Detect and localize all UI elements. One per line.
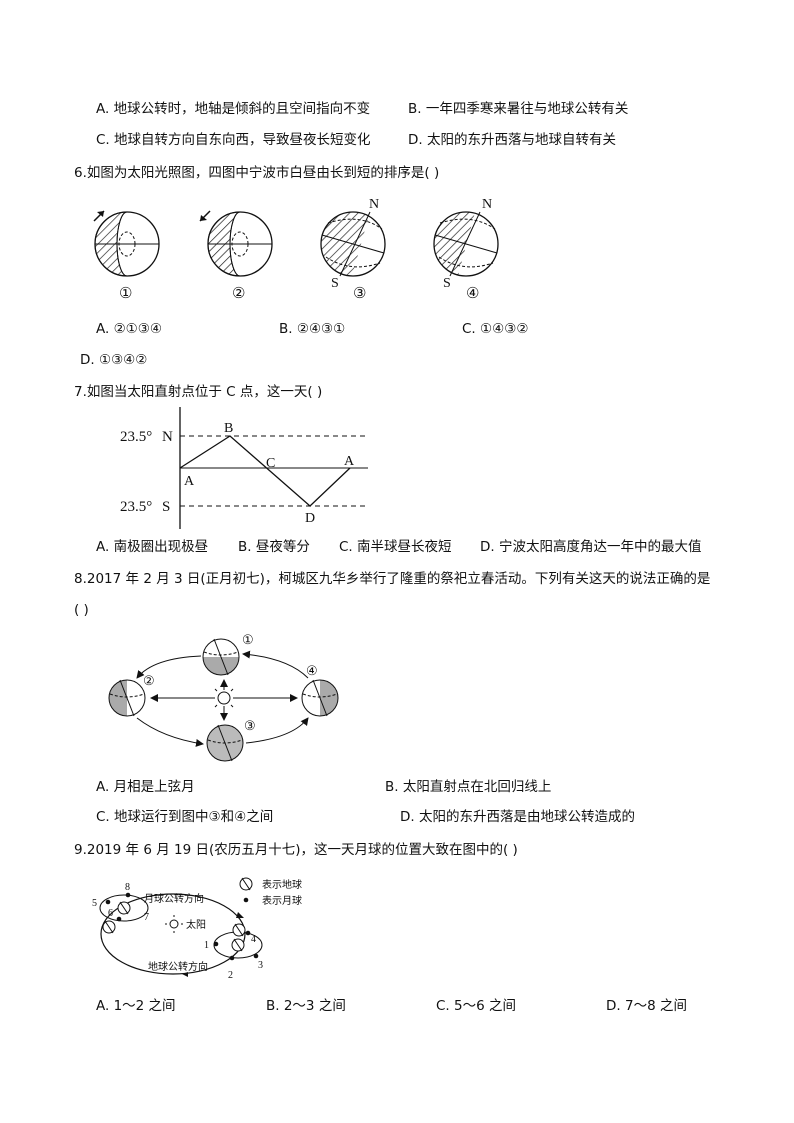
q8-earth-4: ④ [301,663,339,717]
q8-earth-2: ② [108,673,155,717]
q8-stem-line2: ( ) [74,602,89,618]
q6-globe-1 [93,210,160,277]
q7-option-a[interactable]: A. 南极圈出现极昼 [96,539,209,555]
q6-globe-3-n: N [369,197,379,212]
q7-lat-top: 23.5° [120,429,152,445]
q9-sun-label: 太阳 [186,918,206,931]
q6-label-3: ③ [353,286,366,302]
q7-stem: 7.如图当太阳直射点位于 C 点，这一天( ) [74,384,323,400]
q6-globe-4-n: N [482,197,492,212]
sun-icon [211,685,237,711]
q8-option-d[interactable]: D. 太阳的东升西落是由地球公转造成的 [400,809,635,825]
q8-option-c[interactable]: C. 地球运行到图中③和④之间 [96,809,274,825]
q5-option-a[interactable]: A. 地球公转时，地轴是倾斜的且空间指向不变 [96,101,371,117]
q6-option-b[interactable]: B. ②④③① [279,321,346,337]
q9-num-5: 5 [92,898,97,909]
q9-sun-earth-moon-figure: 太阳 月球公转方向 地球公转方向 1 2 3 4 5 6 7 8 表示地球 表示… [92,877,302,981]
q9-option-b[interactable]: B. 2～3 之间 [266,998,346,1014]
q6-globe-3: N S [320,197,386,291]
q9-legend-moon: 表示月球 [262,894,302,907]
q7-option-d[interactable]: D. 宁波太阳高度角达一年中的最大值 [480,539,702,555]
q6-globe-3-s: S [331,276,339,291]
q9-earth-orbit-label: 地球公转方向 [148,960,208,973]
q7-hemi-n: N [162,429,173,445]
q7-point-a1: A [184,474,195,489]
q9-num-3: 3 [258,960,263,971]
q7-point-a2: A [344,454,355,469]
q9-num-6: 6 [108,908,113,919]
q5-option-d[interactable]: D. 太阳的东升西落与地球自转有关 [408,132,616,148]
q7-direct-point-figure: 23.5° N 23.5° S A B C A D [120,407,368,529]
q9-option-c[interactable]: C. 5～6 之间 [436,998,516,1014]
q8-earth-3: ③ [206,718,256,762]
q7-point-b: B [224,421,233,436]
q7-hemi-s: S [162,499,170,515]
q6-globe-4: N S [433,197,499,291]
q8-stem-line1: 8.2017 年 2 月 3 日(正月初七)，柯城区九华乡举行了隆重的祭祀立春活… [74,571,711,587]
q7-option-b[interactable]: B. 昼夜等分 [238,539,310,555]
q5-option-b[interactable]: B. 一年四季寒来暑往与地球公转有关 [408,101,629,117]
q6-label-2: ② [232,286,245,302]
q6-option-c[interactable]: C. ①④③② [462,321,529,337]
q8-option-b[interactable]: B. 太阳直射点在北回归线上 [385,779,552,795]
q9-num-2: 2 [228,970,233,981]
q9-num-1: 1 [204,940,209,951]
q8-label-1: ① [242,632,254,647]
q6-stem: 6.如图为太阳光照图，四图中宁波市白昼由长到短的排序是( ) [74,165,440,181]
q5-option-c[interactable]: C. 地球自转方向自东向西，导致昼夜长短变化 [96,132,371,148]
q7-option-c[interactable]: C. 南半球昼长夜短 [339,539,452,555]
q9-legend: 表示地球 表示月球 [239,877,302,907]
q9-num-4: 4 [251,934,256,945]
q7-point-d: D [305,511,315,526]
q8-label-2: ② [143,673,155,688]
q9-legend-earth: 表示地球 [262,878,302,891]
q9-stem: 9.2019 年 6 月 19 日(农历五月十七)，这一天月球的位置大致在图中的… [74,842,518,858]
q9-earth-left [117,901,131,915]
q7-lat-bottom: 23.5° [120,499,152,515]
q8-option-a[interactable]: A. 月相是上弦月 [96,779,195,795]
q9-num-8: 8 [125,882,130,893]
q8-label-3: ③ [244,718,256,733]
q8-earth-1: ① [202,632,254,676]
q6-option-d[interactable]: D. ①③④② [80,352,148,368]
q9-sun-icon [165,915,183,933]
q6-globe-2 [199,210,273,277]
q6-label-4: ④ [466,286,479,302]
q9-option-a[interactable]: A. 1～2 之间 [96,998,176,1014]
q9-num-7: 7 [144,912,149,923]
q6-sunlight-figure: N S N S ① ② ③ ④ [93,197,499,302]
q7-point-c: C [266,456,275,471]
q9-earth-orbit-right [232,923,246,937]
q9-earth-orbit-left [102,920,116,934]
q6-option-a[interactable]: A. ②①③④ [96,321,162,337]
q9-moon-orbit-label: 月球公转方向 [144,892,204,905]
q9-option-d[interactable]: D. 7～8 之间 [606,998,687,1014]
q8-orbit-figure: ① ② ③ ④ [108,632,339,762]
q8-label-4: ④ [306,663,318,678]
q6-globe-4-s: S [443,276,451,291]
q9-earth-right [231,938,245,952]
q6-label-1: ① [119,286,132,302]
